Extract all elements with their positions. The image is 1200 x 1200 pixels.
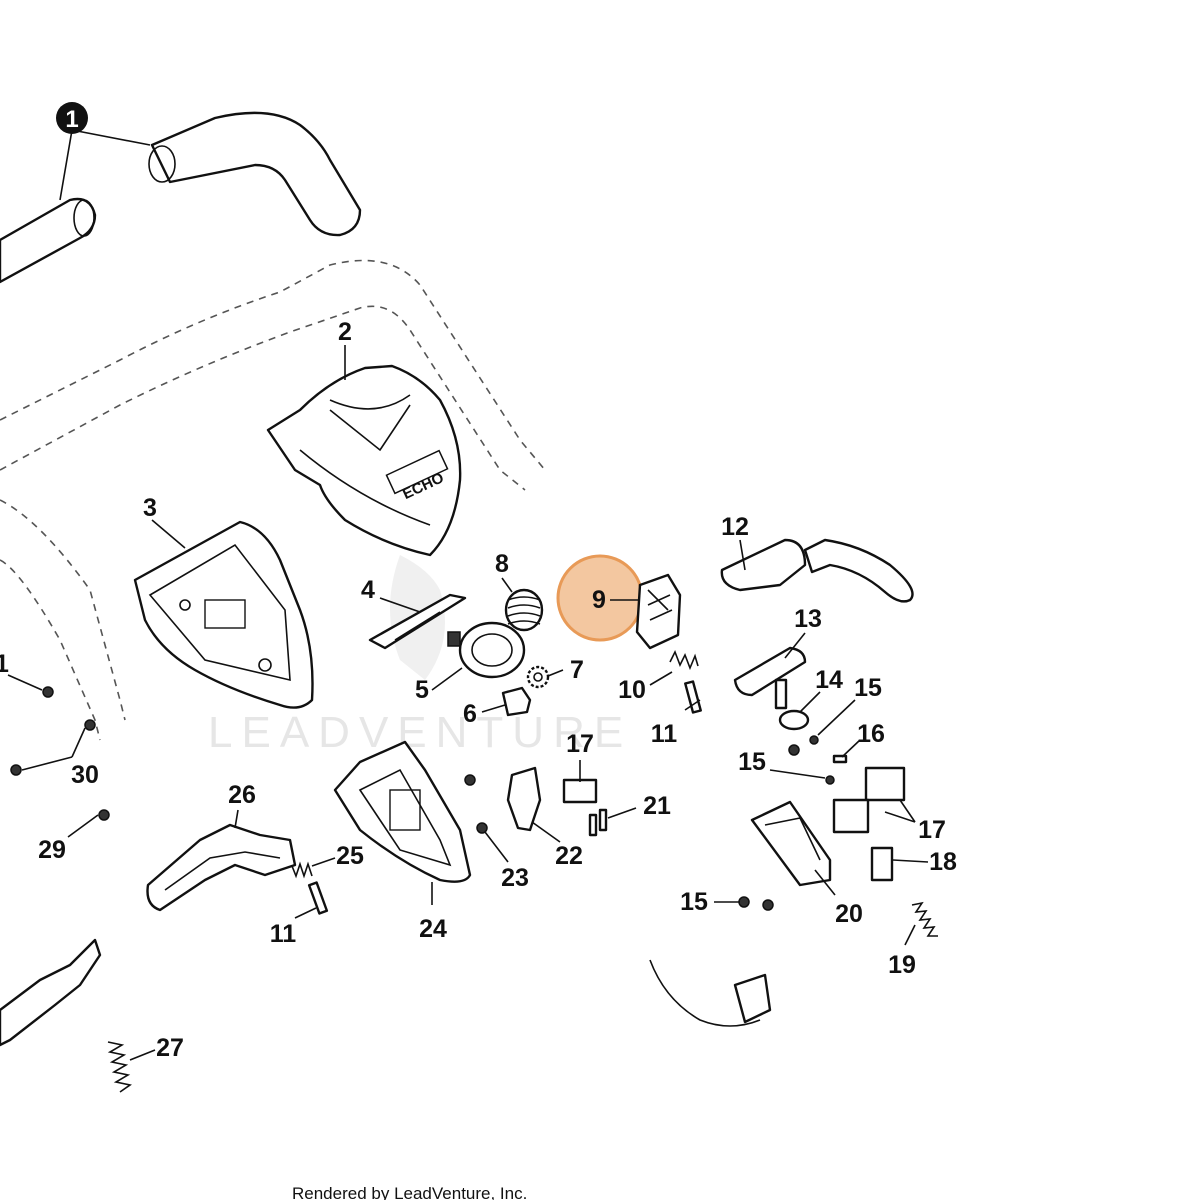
part-19-spring[interactable]: [911, 901, 938, 937]
part-21-pins[interactable]: [588, 808, 608, 837]
watermark-text: LEADVENTURE: [208, 708, 632, 757]
part-29-screw[interactable]: [98, 809, 110, 821]
callout-14[interactable]: 14: [815, 666, 843, 694]
wire-harness[interactable]: [649, 959, 772, 1027]
callout-11-a[interactable]: 11: [651, 720, 678, 748]
part-4-plate[interactable]: [368, 593, 467, 650]
part-30-screws[interactable]: [10, 686, 96, 776]
callout-15-c[interactable]: 15: [680, 888, 708, 916]
part-17-switch[interactable]: [562, 766, 906, 834]
callout-3[interactable]: 3: [143, 494, 157, 522]
part-7-gear[interactable]: [526, 665, 550, 689]
part-6-clip[interactable]: [501, 686, 532, 717]
callout-17-b[interactable]: 17: [918, 816, 946, 844]
part-11-pin[interactable]: [307, 680, 702, 915]
part-3-housing[interactable]: [133, 520, 314, 709]
callout-16[interactable]: 16: [857, 720, 885, 748]
part-12-throttle-lever[interactable]: [720, 538, 914, 603]
callout-11-b[interactable]: 11: [270, 920, 297, 948]
callout-15-a[interactable]: 15: [854, 674, 882, 702]
callout-9[interactable]: 9: [592, 586, 606, 614]
callout-7[interactable]: 7: [570, 656, 584, 684]
callout-17-a[interactable]: 17: [566, 730, 594, 758]
callout-12[interactable]: 12: [721, 513, 749, 541]
part-1-handle-grip[interactable]: [0, 111, 362, 284]
callout-25[interactable]: 25: [336, 842, 364, 870]
callout-18[interactable]: 18: [929, 848, 957, 876]
callout-26[interactable]: 26: [228, 781, 256, 809]
callout-29[interactable]: 29: [38, 836, 66, 864]
callout-10[interactable]: 10: [618, 676, 646, 704]
part-14-bushing[interactable]: [778, 709, 810, 731]
callout-27[interactable]: 27: [156, 1034, 184, 1062]
part-27-spring[interactable]: [107, 1041, 132, 1093]
part-9-lever-bracket[interactable]: [635, 573, 682, 650]
callout-15-b[interactable]: 15: [738, 748, 766, 776]
callout-13[interactable]: 13: [794, 605, 822, 633]
callout-21[interactable]: 21: [643, 792, 671, 820]
part-26-bail-lever[interactable]: [146, 823, 297, 912]
lower-lever[interactable]: [0, 938, 102, 1047]
part-16-clip[interactable]: [832, 754, 848, 764]
part-15-screws[interactable]: [738, 735, 835, 911]
callout-5[interactable]: 5: [415, 676, 429, 704]
callout-1[interactable]: 1: [56, 102, 88, 134]
part-2-top-cover[interactable]: ECHO: [266, 364, 462, 557]
callout-20[interactable]: 20: [835, 900, 863, 928]
callout-4[interactable]: 4: [361, 576, 375, 604]
leader-lines: [7, 129, 929, 1061]
callout-2[interactable]: 2: [338, 318, 352, 346]
part-5-ratchet-drum[interactable]: [447, 621, 526, 679]
callout-23[interactable]: 23: [501, 864, 529, 892]
part-22-switch-block[interactable]: [506, 766, 542, 832]
part-8-spring[interactable]: [504, 588, 544, 632]
callout-1-partial[interactable]: 1: [0, 650, 9, 678]
part-10-spring[interactable]: [669, 650, 699, 671]
callout-24[interactable]: 24: [419, 915, 447, 943]
handle-frame-outline: [0, 259, 546, 741]
part-23-screw[interactable]: [464, 774, 488, 834]
part-24-lower-housing[interactable]: [333, 740, 472, 883]
callout-6[interactable]: 6: [463, 700, 477, 728]
callout-19[interactable]: 19: [888, 951, 916, 979]
footer-credit: Rendered by LeadVenture, Inc.: [292, 1184, 527, 1200]
part-13-lever-handle[interactable]: [733, 646, 807, 710]
callout-labels: 1 2 3 4 5 6 7 8 9 10 11 11 12 13 14 15 1…: [0, 102, 957, 1062]
callout-8[interactable]: 8: [495, 550, 509, 578]
callout-30[interactable]: 30: [71, 761, 99, 789]
watermark: LEADVENTURE: [208, 555, 632, 757]
part-18-plunger[interactable]: [870, 846, 894, 882]
callout-22[interactable]: 22: [555, 842, 583, 870]
part-25-spring[interactable]: [291, 861, 313, 879]
part-20-switch-housing[interactable]: [750, 800, 832, 887]
callout-1-text: 1: [65, 106, 78, 133]
